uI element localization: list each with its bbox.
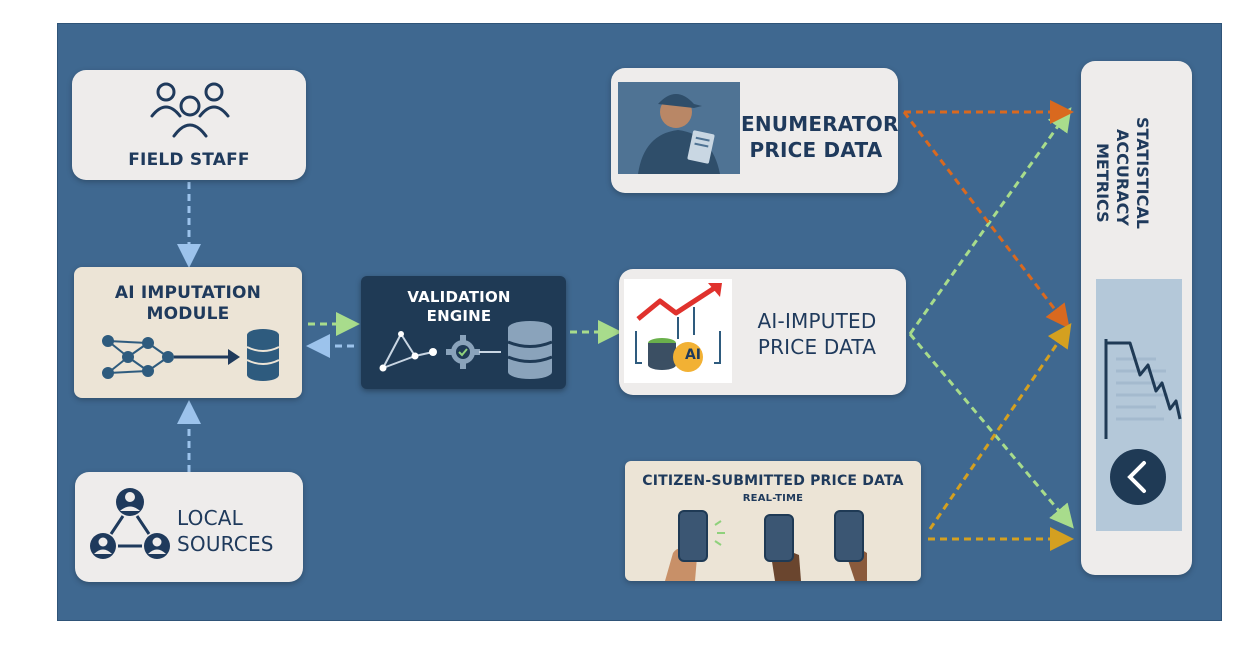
connector-layer (177, 100, 1074, 551)
diagram-canvas: FIELD STAFF AI IMPUTATION MODULE (57, 23, 1222, 621)
connected-users-icon (90, 488, 170, 559)
ai-imputed-line1: AI-IMPUTED (757, 309, 877, 333)
metrics-title-line1: STATISTICAL (1133, 117, 1152, 229)
arrow-enumerator-to-metrics-mid (902, 111, 1070, 329)
citizen-submitted-price-data-card[interactable]: CITIZEN-SUBMITTED PRICE DATA REAL-TIME (625, 461, 921, 581)
network-to-database-icon (102, 329, 280, 381)
ai-imputed-price-data-card[interactable]: AI AI-IMPUTED PRICE DATA (619, 269, 906, 395)
arrow-citizen-to-metrics-mid (928, 323, 1072, 530)
enumerator-photo (618, 82, 740, 174)
hands-with-phones-icon (665, 510, 867, 581)
local-sources-card[interactable]: LOCAL SOURCES (75, 472, 303, 582)
citizen-subtitle: REAL-TIME (742, 493, 804, 504)
metrics-title: STATISTICAL ACCURACY METRICS (1093, 117, 1207, 247)
field-staff-card[interactable]: FIELD STAFF (72, 70, 306, 180)
people-icon (150, 82, 230, 138)
validation-title-line2: ENGINE (426, 307, 492, 325)
enumerator-line1: ENUMERATOR (741, 112, 899, 136)
statistical-accuracy-metrics-card[interactable]: STATISTICAL ACCURACY METRICS (1081, 61, 1192, 575)
ai-badge-text: AI (684, 347, 702, 363)
arrow-imputed-to-metrics-bottom (908, 333, 1074, 529)
metrics-title-line2: ACCURACY (1113, 129, 1132, 226)
chevron-left-icon[interactable] (1108, 447, 1168, 507)
arrow-imputed-to-metrics-top (908, 107, 1072, 335)
field-staff-label: FIELD STAFF (128, 150, 250, 170)
local-sources-line1: LOCAL (177, 506, 243, 530)
ai-module-title-line2: MODULE (146, 304, 230, 324)
metrics-chart-panel (1096, 279, 1182, 531)
citizen-title: CITIZEN-SUBMITTED PRICE DATA (642, 473, 904, 489)
line-chart-icon (1104, 339, 1182, 439)
ai-trend-icon (624, 279, 732, 383)
local-sources-line2: SOURCES (177, 532, 274, 556)
validation-engine-card[interactable]: VALIDATION ENGINE (361, 276, 566, 389)
ai-imputed-line2: PRICE DATA (757, 335, 877, 359)
enumerator-price-data-card[interactable]: ENUMERATOR PRICE DATA (611, 68, 898, 193)
ai-imputation-module-card[interactable]: AI IMPUTATION MODULE (74, 267, 302, 398)
metrics-title-line3: METRICS (1093, 143, 1112, 223)
validation-title-line1: VALIDATION (407, 288, 511, 306)
ai-module-title-line1: AI IMPUTATION (114, 283, 262, 303)
enumerator-line2: PRICE DATA (749, 138, 883, 162)
enumerator-clipboard-icon (618, 82, 740, 174)
gear-database-icon (379, 321, 553, 379)
